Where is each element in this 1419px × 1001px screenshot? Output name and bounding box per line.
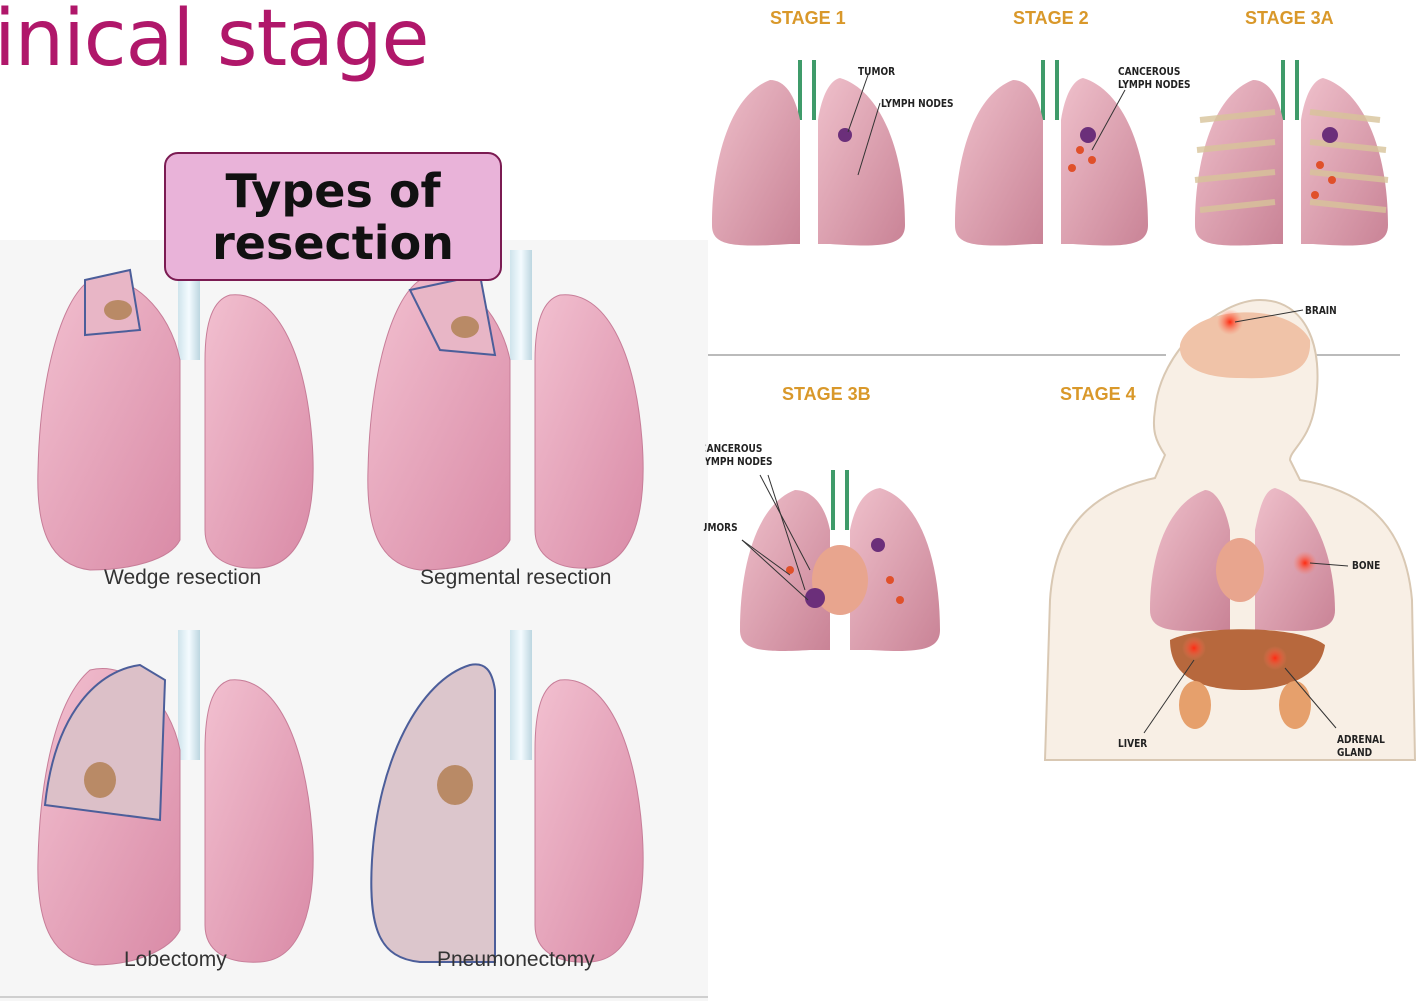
lymph-nodes-label: LYMPH NODES bbox=[881, 97, 954, 110]
box-line-1: Types of bbox=[225, 164, 440, 218]
stage-1-lungs bbox=[712, 60, 905, 246]
stage-3a-lungs bbox=[1195, 60, 1388, 246]
tumor-label: TUMOR bbox=[858, 65, 895, 78]
brain-label: BRAIN bbox=[1305, 304, 1337, 317]
pneumonectomy-lungs bbox=[371, 630, 643, 962]
wedge-resection-caption: Wedge resection bbox=[104, 566, 261, 590]
adrenal-line-2: GLAND bbox=[1337, 746, 1372, 759]
stage-4-body bbox=[1045, 300, 1415, 760]
segmental-resection-lungs bbox=[368, 250, 643, 570]
adrenal-line-1: ADRENAL bbox=[1337, 733, 1385, 746]
stage-4-heading: STAGE 4 bbox=[1060, 384, 1136, 405]
resection-lungs-drawing bbox=[0, 240, 708, 1001]
cancerous-3b-line-1: CANCEROUS bbox=[700, 442, 762, 455]
segmental-resection-caption: Segmental resection bbox=[420, 566, 611, 590]
lobectomy-caption: Lobectomy bbox=[124, 948, 227, 972]
wedge-resection-lungs bbox=[38, 250, 313, 570]
stage-3a-heading: STAGE 3A bbox=[1245, 8, 1334, 29]
stage-3b-heading: STAGE 3B bbox=[782, 384, 871, 405]
stage-2-heading: STAGE 2 bbox=[1013, 8, 1089, 29]
stage-1-heading: STAGE 1 bbox=[770, 8, 846, 29]
page-title: inical stage bbox=[0, 0, 428, 84]
cancerous-3b-line-2: LYMPH NODES bbox=[700, 455, 773, 468]
resection-illustration-panel: Wedge resection Segmental resection Lobe… bbox=[0, 240, 708, 1001]
pneumonectomy-caption: Pneumonectomy bbox=[437, 948, 595, 972]
liver-label: LIVER bbox=[1118, 737, 1147, 750]
cancerous-line-1: CANCEROUS bbox=[1118, 65, 1180, 78]
lobectomy-lungs bbox=[38, 630, 313, 965]
cancerous-line-2: LYMPH NODES bbox=[1118, 78, 1191, 91]
box-line-2: resection bbox=[212, 216, 454, 270]
bottom-divider bbox=[0, 996, 708, 998]
bone-label: BONE bbox=[1352, 559, 1380, 572]
